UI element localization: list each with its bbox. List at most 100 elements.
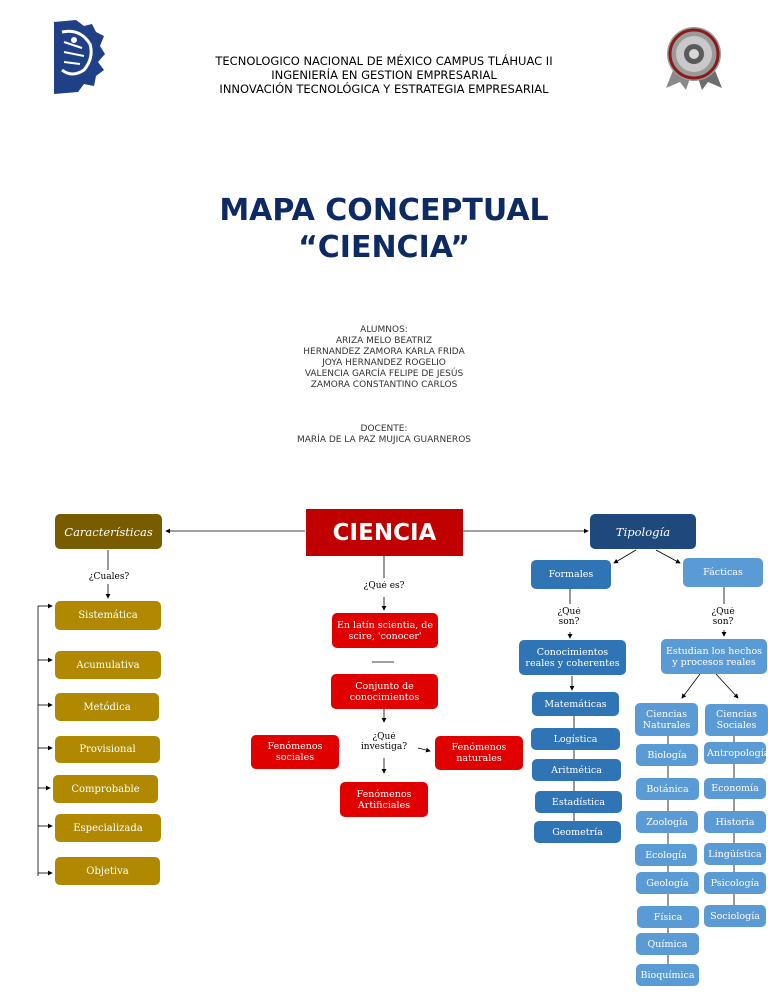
title-line-2: “CIENCIA” <box>298 230 470 265</box>
formal-item-label: Matemáticas <box>544 698 607 710</box>
social-item-linguistica: Lingüística <box>704 843 766 865</box>
tipologia-label: Tipología <box>615 524 671 539</box>
que-investiga-question: ¿Qué investiga? <box>350 732 418 754</box>
item-label: Sistemática <box>78 610 138 621</box>
formal-item-matematicas: Matemáticas <box>532 692 619 716</box>
teacher-name: MARÍA DE LA PAZ MUJICA GUARNEROS <box>296 435 471 445</box>
ciencias-sociales-label: Ciencias Sociales <box>716 709 757 731</box>
social-item-psicologia: Psicología <box>704 872 766 894</box>
formales-node: Formales <box>531 560 611 589</box>
facticas-definition-label: Estudian los hechos y procesos reales <box>665 645 763 668</box>
ciencias-naturales-label: Ciencias Naturales <box>642 708 691 731</box>
que-es-question: ¿Qué es? <box>356 581 412 597</box>
social-item-antropologia: Antropología <box>704 742 766 764</box>
formal-item-geometria: Geometría <box>534 821 621 843</box>
item-label: Comprobable <box>71 783 140 795</box>
natural-item-quimica: Química <box>636 933 699 955</box>
item-acumulativa: Acumulativa <box>55 651 161 679</box>
social-item-economia: Economía <box>704 778 766 799</box>
social-item-label: Lingüística <box>708 848 762 860</box>
teacher-block: DOCENTE: MARÍA DE LA PAZ MUJICA GUARNERO… <box>0 424 768 446</box>
student-name: ZAMORA CONSTANTINO CARLOS <box>310 380 458 390</box>
definition-label: En latín scientia, de scire, 'conocer' <box>336 619 433 642</box>
social-item-label: Psicología <box>710 877 760 889</box>
institution-header: TECNOLOGICO NACIONAL DE MÉXICO CAMPUS TL… <box>0 54 768 96</box>
item-sistematica: Sistemática <box>55 601 161 630</box>
facticas-que-son-question: ¿Qué son? <box>700 607 746 629</box>
natural-item-fisica: Física <box>637 906 699 928</box>
ciencias-naturales-node: Ciencias Naturales <box>635 703 698 736</box>
students-heading: ALUMNOS: <box>360 325 408 335</box>
natural-item-bioquimica: Bioquímica <box>636 964 699 986</box>
social-item-label: Economía <box>711 783 759 794</box>
formal-item-logistica: Logística <box>531 728 620 750</box>
natural-item-zoologia: Zoología <box>636 811 698 833</box>
campus-seal-logo <box>664 24 724 92</box>
ciencia-label: CIENCIA <box>332 519 437 546</box>
student-name: JOYA HERNANDEZ ROGELIO <box>322 358 446 368</box>
formales-que-son-question: ¿Qué son? <box>546 607 592 629</box>
natural-item-label: Química <box>647 938 688 950</box>
phenomena-social-label: Fenómenos sociales <box>267 741 323 763</box>
natural-item-botanica: Botánica <box>636 778 699 800</box>
item-label: Especializada <box>73 822 143 834</box>
social-item-historia: Historia <box>704 811 766 833</box>
social-item-sociologia: Sociología <box>704 905 766 927</box>
formal-item-estadistica: Estadística <box>535 791 622 813</box>
conjunto-node: Conjunto de conocimientos <box>331 674 438 709</box>
formales-definition-node: Conocimientos reales y coherentes <box>519 640 626 675</box>
phenomena-artificial-node: Fenómenos Artificiales <box>340 782 428 817</box>
header-line-1: TECNOLOGICO NACIONAL DE MÉXICO CAMPUS TL… <box>215 54 553 68</box>
student-name: VALENCIA GARCÍA FELIPE DE JESÚS <box>304 369 464 379</box>
natural-item-label: Física <box>653 911 683 923</box>
natural-item-ecologia: Ecología <box>635 844 697 866</box>
natural-item-label: Biología <box>647 749 687 761</box>
phenomena-natural-node: Fenómenos naturales <box>435 736 523 770</box>
natural-item-label: Zoología <box>646 816 688 828</box>
item-especializada: Especializada <box>55 814 161 842</box>
formal-item-label: Aritmética <box>551 764 602 776</box>
natural-item-label: Bioquímica <box>640 969 695 981</box>
natural-item-biologia: Biología <box>636 744 698 766</box>
formal-item-aritmetica: Aritmética <box>532 759 621 781</box>
item-comprobable: Comprobable <box>53 775 158 803</box>
natural-item-label: Ecología <box>645 849 687 861</box>
item-objetiva: Objetiva <box>55 857 160 885</box>
facticas-definition-node: Estudian los hechos y procesos reales <box>661 639 767 674</box>
item-label: Provisional <box>79 744 136 755</box>
item-label: Metódica <box>83 701 131 713</box>
teacher-heading: DOCENTE: <box>360 424 408 434</box>
item-metodica: Metódica <box>55 693 159 721</box>
facticas-label: Fácticas <box>703 567 743 578</box>
social-item-label: Antropología <box>707 747 766 759</box>
cuales-question: ¿Cuales? <box>80 572 138 582</box>
conjunto-label: Conjunto de conocimientos <box>349 680 420 703</box>
natural-item-geologia: Geología <box>636 872 699 894</box>
definition-node: En latín scientia, de scire, 'conocer' <box>332 613 438 648</box>
students-block: ALUMNOS: ARIZA MELO BEATRIZ HERNANDEZ ZA… <box>0 325 768 391</box>
caracteristicas-label: Características <box>64 524 153 539</box>
social-item-label: Historia <box>715 816 755 828</box>
student-name: HERNANDEZ ZAMORA KARLA FRIDA <box>303 347 465 357</box>
title-line-1: MAPA CONCEPTUAL <box>219 193 549 228</box>
phenomena-natural-label: Fenómenos naturales <box>451 742 507 764</box>
phenomena-social-node: Fenómenos sociales <box>251 735 339 769</box>
formales-label: Formales <box>548 569 594 580</box>
tipologia-node: Tipología <box>590 514 696 549</box>
ciencias-sociales-node: Ciencias Sociales <box>705 704 768 736</box>
item-label: Objetiva <box>86 865 129 877</box>
formales-definition-label: Conocimientos reales y coherentes <box>525 646 620 669</box>
formal-item-label: Logística <box>553 733 598 745</box>
item-provisional: Provisional <box>55 736 160 763</box>
page-title: MAPA CONCEPTUAL “CIENCIA” <box>0 192 768 266</box>
tecnm-gear-logo <box>50 18 106 98</box>
caracteristicas-node: Características <box>55 514 162 549</box>
formal-item-label: Geometría <box>552 826 603 838</box>
ciencia-node: CIENCIA <box>306 509 463 556</box>
student-name: ARIZA MELO BEATRIZ <box>335 336 433 346</box>
formal-item-label: Estadística <box>551 796 606 808</box>
natural-item-label: Botánica <box>646 783 689 795</box>
header-line-2: INGENIERÍA EN GESTION EMPRESARIAL <box>271 68 497 82</box>
facticas-node: Fácticas <box>683 558 763 587</box>
social-item-label: Sociología <box>710 910 760 922</box>
